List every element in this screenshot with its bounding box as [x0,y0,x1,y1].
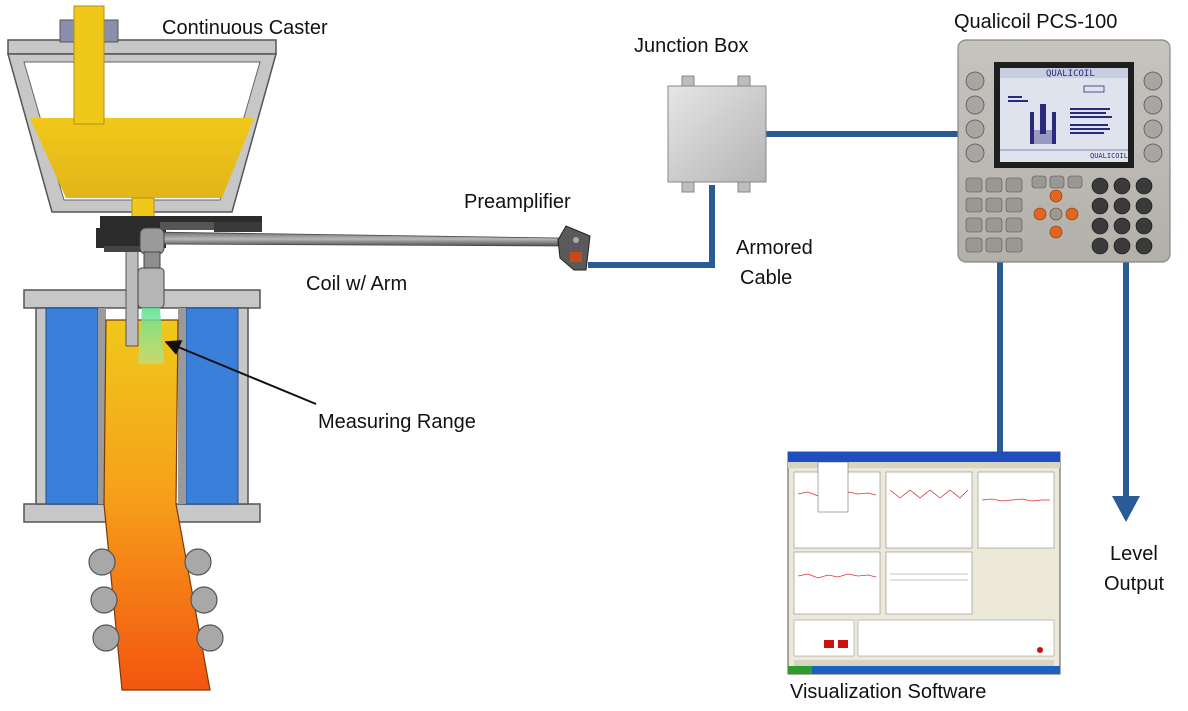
mold-right-water [185,307,239,505]
tundish-steel [30,118,254,198]
pcs-screen-title: QUALICOIL [1046,69,1095,79]
measuring-range-pointer [164,340,317,405]
roller-left-2 [90,586,118,614]
pcs-arrow-pad [1033,189,1079,239]
measuring-range-cone [138,308,164,364]
label-level-output-line2: Output [1104,573,1165,595]
steel-strand [103,319,211,691]
mold-left-water [45,307,99,505]
pcs-numpad [1091,177,1153,255]
mold-right-copper [178,308,186,504]
roller-left-3 [92,624,120,652]
mold-left-copper [98,308,106,504]
visualization-software-thumbnail [787,451,1061,675]
label-measuring-range: Measuring Range [318,411,476,433]
roller-right-3 [196,624,224,652]
label-level-output-line1: Level [1110,543,1158,565]
coil-head [137,267,165,309]
tundish [7,5,277,227]
label-junction-box: Junction Box [634,35,749,57]
tundish-top-bar [7,39,277,55]
armored-cable [588,185,715,268]
label-preamplifier: Preamplifier [464,191,571,213]
pcs-screen [1000,68,1128,162]
level-output-arrow [1112,496,1140,522]
roller-right-2 [190,586,218,614]
pcs-function-keys [965,177,1023,253]
label-coil-arm: Coil w/ Arm [306,273,408,295]
coil-arm-elbow [139,227,165,255]
label-armored-cable-line2: Cable [740,267,793,289]
strand-rollers [88,548,224,652]
preamplifier [557,225,591,271]
stopper-rod [73,5,105,125]
pcs-screen-brand: QUALICOIL [1090,152,1128,160]
label-continuous-caster: Continuous Caster [162,17,328,39]
label-armored-cable-line1: Armored [736,237,813,259]
label-qualicoil-pcs: Qualicoil PCS-100 [954,11,1118,33]
coil-arm-pipe [149,231,559,247]
pcs-mid-keys [1031,175,1083,189]
pcs-100-unit [957,39,1171,263]
coil-arm-vertical [143,251,161,271]
roller-right-1 [184,548,212,576]
pcs-fkeys-right [1143,71,1163,163]
label-visualization-software: Visualization Software [790,681,987,703]
junction-box [667,75,767,193]
roller-left-1 [88,548,116,576]
pcs-fkeys-left [965,71,985,163]
